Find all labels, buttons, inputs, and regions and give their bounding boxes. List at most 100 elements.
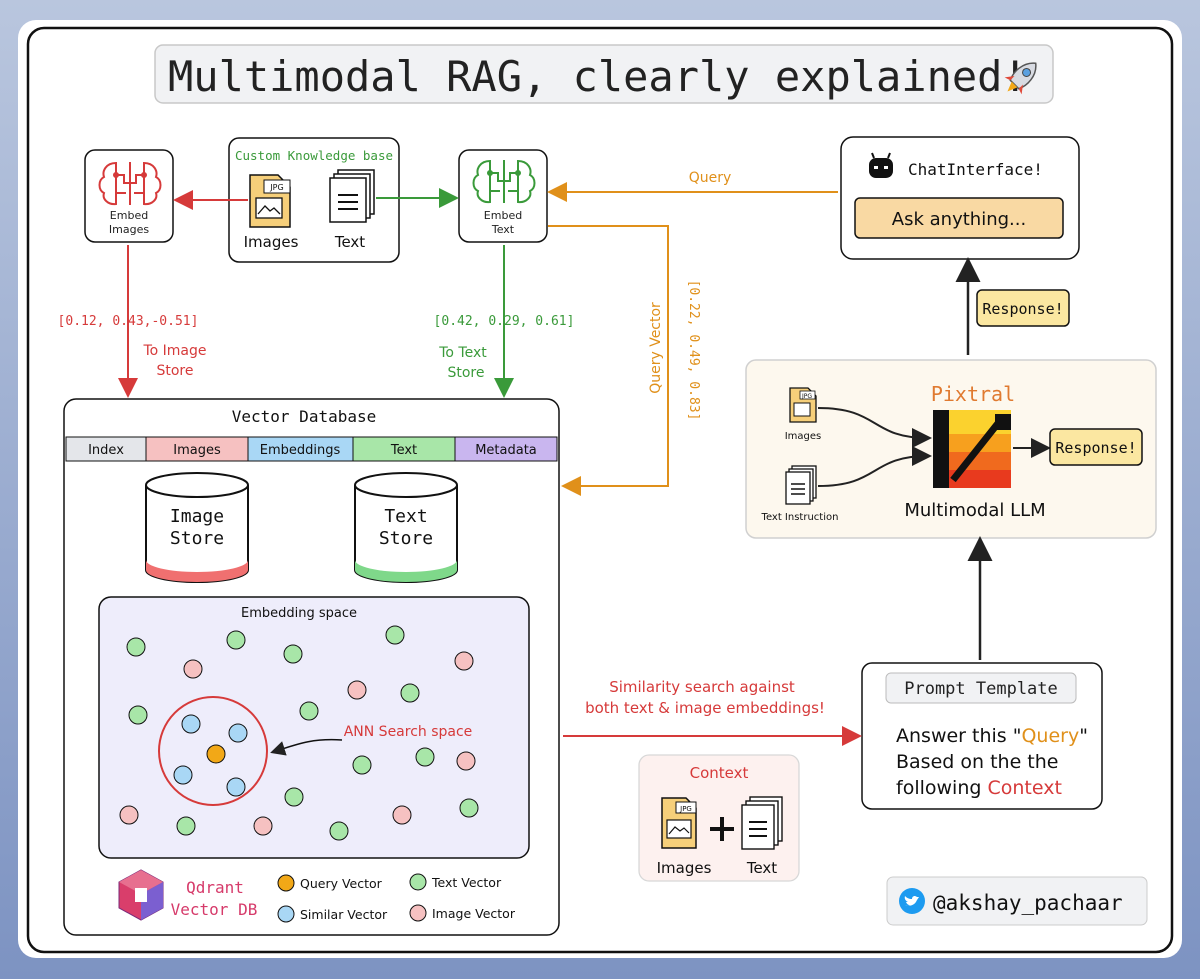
brain-chip-red-icon: [98, 161, 162, 206]
handle-text: @akshay_pachaar: [933, 891, 1123, 915]
column-text: [352, 436, 456, 462]
kb-images-label: Images: [244, 233, 299, 251]
text-vector-dot: [459, 798, 479, 818]
handle-box[interactable]: [886, 876, 1148, 926]
text-vector-values: [0.42, 0.29, 0.61]: [434, 314, 575, 329]
embedding-space-box: [98, 596, 530, 859]
pixtral-images-label: Images: [785, 431, 822, 442]
image-vector-dot: [347, 680, 367, 700]
column-metadata-label: Metadata: [475, 443, 537, 458]
prompt-line-1: Answer this "Query": [896, 725, 1088, 747]
query-label: Query: [689, 170, 732, 186]
prompt-template-title: Prompt Template: [904, 679, 1058, 699]
response-badge-top: [976, 289, 1070, 327]
similarity-label-2: both text & image embeddings!: [585, 699, 825, 717]
to-image-store-1: To Image: [142, 343, 206, 359]
image-vector-values: [0.12, 0.43,-0.51]: [58, 314, 199, 329]
context-text-label: Text: [746, 859, 777, 877]
image-vector-dot: [454, 651, 474, 671]
to-text-store-1: To Text: [438, 345, 487, 361]
vector-db-columns: Index Images Embeddings Text Metadata: [65, 436, 558, 462]
knowledge-base-label: Custom Knowledge base: [235, 148, 393, 163]
page-title: Multimodal RAG, clearly explained!: [168, 52, 1028, 101]
prompt-line-1a: Answer this ": [896, 725, 1021, 747]
image-vector-dot: [119, 805, 139, 825]
text-vector-dot: [284, 787, 304, 807]
text-vector-dot: [329, 821, 349, 841]
brain-chip-green-icon: [472, 159, 536, 204]
image-vector-dot: [183, 659, 203, 679]
image-vector-dot: [456, 751, 476, 771]
image-store-label-1: Image: [170, 506, 224, 527]
image-file-icon: [249, 174, 291, 228]
similar-vector-dot: [226, 777, 246, 797]
embedding-space-label: Embedding space: [241, 606, 357, 621]
pixtral-title: Pixtral: [931, 382, 1015, 406]
image-vector-dot: [392, 805, 412, 825]
text-vector-dot: [283, 644, 303, 664]
query-vector-values: [0.22, 0.49, 0.83]: [686, 280, 701, 421]
legend-query-label: Query Vector: [300, 876, 383, 891]
prompt-line-3: following Context: [896, 777, 1062, 799]
ask-input-placeholder: Ask anything...: [892, 209, 1026, 230]
query-vector-dot: [206, 744, 226, 764]
prompt-line-2: Based on the the: [896, 751, 1058, 773]
ann-pointer-arrow: [270, 738, 343, 756]
prompt-line-1b: ": [1079, 725, 1088, 747]
text-vector-dot: [128, 705, 148, 725]
text-vector-dot: [299, 701, 319, 721]
context-image-tag: JPG: [679, 805, 692, 813]
context-image-icon: [661, 797, 697, 849]
chat-title: ChatInterface!: [908, 160, 1043, 179]
image-store-cylinder: [145, 472, 249, 583]
title-box: [154, 44, 1054, 104]
column-embeddings: [247, 436, 354, 462]
image-vector-dot: [253, 816, 273, 836]
context-text-icon: [741, 796, 783, 850]
pixtral-text-icon: [785, 465, 817, 505]
response-badge-llm: [1049, 428, 1143, 466]
column-index: [65, 436, 147, 462]
similar-vector-dot: [173, 765, 193, 785]
qdrant-label-2: Vector DB: [171, 900, 258, 919]
legend-similar-label: Similar Vector: [300, 907, 388, 922]
multimodal-llm-label: Multimodal LLM: [904, 500, 1045, 521]
embedding-dots: [119, 625, 479, 841]
legend-image-label: Image Vector: [432, 906, 516, 921]
context-images-label: Images: [657, 859, 712, 877]
legend-query-dot: [277, 874, 295, 892]
text-vector-dot: [226, 630, 246, 650]
embed-images-label-1: Embed: [110, 209, 148, 222]
prompt-template-header: [885, 672, 1077, 704]
text-store-label-1: Text: [384, 506, 427, 527]
text-document-icon: [329, 169, 375, 223]
column-embeddings-label: Embeddings: [260, 443, 341, 458]
similar-vector-dot: [228, 723, 248, 743]
rocket-icon: [1004, 62, 1037, 95]
robot-icon: [869, 152, 893, 178]
prompt-context-word: Context: [987, 777, 1061, 799]
text-to-llm-arrow: [817, 446, 932, 487]
ask-input[interactable]: [854, 197, 1064, 239]
text-vector-dot: [400, 683, 420, 703]
vector-db-title: Vector Database: [232, 407, 377, 426]
similar-vector-dot: [181, 714, 201, 734]
prompt-query-word: Query: [1021, 725, 1079, 747]
response-badge-top-text: Response!: [982, 300, 1063, 318]
qdrant-label-1: Qdrant: [186, 878, 244, 897]
query-vector-arrow: [548, 225, 669, 496]
response-badge-llm-text: Response!: [1055, 439, 1136, 457]
image-file-tag: JPG: [269, 183, 283, 192]
text-vector-dot: [126, 637, 146, 657]
legend-image-dot: [409, 904, 427, 922]
column-index-label: Index: [88, 443, 124, 458]
text-store-label-2: Store: [379, 528, 433, 549]
column-images-label: Images: [173, 443, 221, 458]
qdrant-logo-icon: [118, 869, 164, 921]
pixtral-image-icon: [789, 387, 817, 423]
similarity-label-1: Similarity search against: [609, 678, 795, 696]
column-metadata: [454, 436, 558, 462]
text-vector-dot: [415, 747, 435, 767]
image-store-label-2: Store: [170, 528, 224, 549]
